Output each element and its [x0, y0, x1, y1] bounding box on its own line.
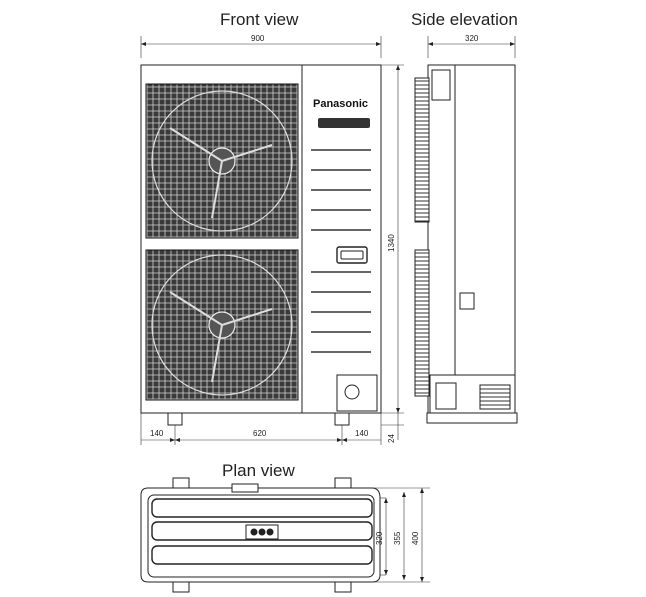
plan-depth-dimensions: 320 355 400	[372, 487, 430, 583]
base-height-dimension: 24	[381, 413, 404, 443]
lower-fan-grille	[145, 249, 299, 401]
base-height-label: 24	[387, 434, 396, 443]
side-base-frame	[426, 412, 518, 424]
foot-span-label: 620	[253, 429, 267, 438]
lower-side-coil	[414, 249, 430, 397]
front-height-dimension: 1340	[381, 64, 404, 414]
foot-spacing-dimension: 140 620 140	[140, 413, 382, 445]
upper-fan-grille	[145, 83, 299, 239]
side-cabinet	[427, 64, 516, 414]
left-foot	[167, 412, 183, 426]
plan-slot-bottom	[151, 545, 373, 565]
brand-logo: Panasonic	[313, 98, 368, 110]
front-width-label: 900	[251, 34, 265, 43]
front-side-panel: Panasonic	[311, 98, 378, 412]
front-width-dimension: 900	[140, 34, 382, 58]
plan-view-title: Plan view	[222, 461, 295, 480]
foot-left-label: 140	[150, 429, 164, 438]
front-cabinet	[140, 64, 382, 414]
front-view-title: Front view	[220, 10, 299, 29]
upper-side-coil	[414, 77, 430, 223]
plan-depth-mid-label: 355	[393, 531, 402, 545]
plan-view: 320 355 400	[140, 477, 430, 593]
right-foot	[334, 412, 350, 426]
pipe-connection-cover	[336, 374, 378, 412]
side-elevation-title: Side elevation	[411, 10, 518, 29]
side-depth-label: 320	[465, 34, 479, 43]
side-depth-dimension: 320	[427, 34, 516, 58]
foot-right-label: 140	[355, 429, 369, 438]
plan-depth-outer-label: 400	[411, 531, 420, 545]
plan-depth-inner-label: 320	[375, 531, 384, 545]
product-badge	[318, 118, 370, 128]
front-view: 900 Panasonic	[140, 34, 404, 445]
side-elevation-view: 320	[414, 34, 518, 424]
front-height-label: 1340	[387, 234, 396, 252]
plan-slot-top	[151, 498, 373, 518]
